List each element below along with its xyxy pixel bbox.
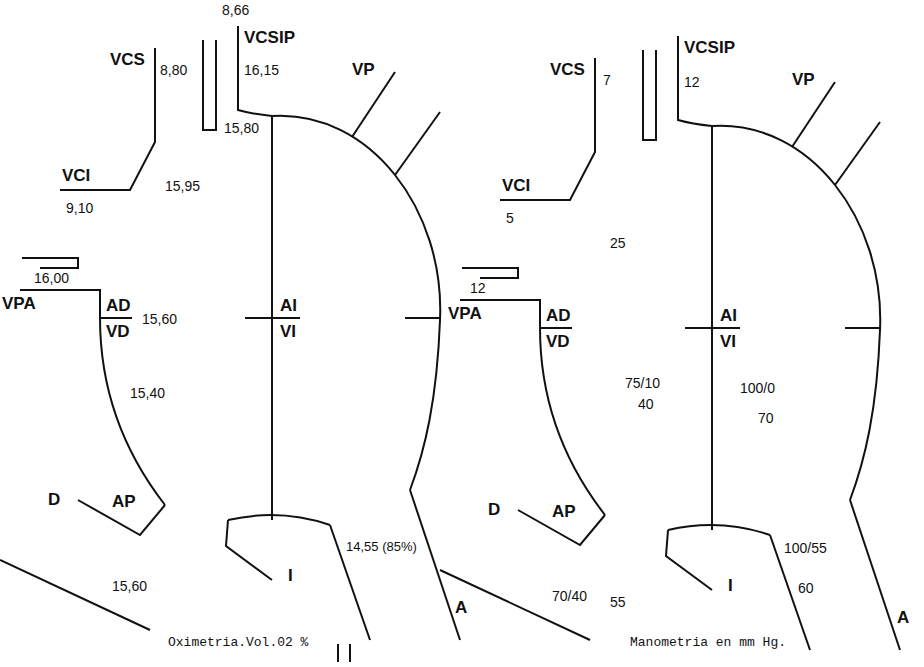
pulmonary-vein [835,122,880,185]
vessel-name: A [455,598,467,618]
oxygen-value: 9,10 [66,200,93,216]
chamber-name: VD [106,322,130,342]
av-divider [685,327,740,329]
vessel-name: VCI [62,166,90,186]
pressure-value: 12 [470,280,486,296]
tick-marks [338,644,350,662]
outflow-outline [226,520,272,580]
diagonal-line [0,560,150,630]
chamber-name: AI [720,306,737,326]
pressure-value: 70 [758,410,774,426]
vessel-name: A [897,608,909,628]
vessel-name: VPA [2,294,36,314]
outflow-outline [668,525,770,535]
vessel-name: D [488,500,500,520]
vessel-name: D [48,490,60,510]
vessel-name: VCSIP [244,28,295,48]
catheter-tube [643,50,656,140]
chamber-name: VD [546,332,570,352]
pressure-value: 75/10 [625,375,660,391]
oxygen-value: 15,60 [142,311,177,327]
pressure-value: 70/40 [552,588,587,604]
outflow-outline [666,530,712,590]
av-divider [100,317,132,319]
vpa-vessel [22,258,78,268]
left-heart-wall [712,126,880,500]
vessel-name: VPA [448,304,482,324]
vessel-name: VCSIP [684,38,735,58]
oxygen-value: 8,80 [160,62,187,78]
aorta-wall [850,500,900,650]
manometry-heart [440,36,900,650]
vpa-vessel [462,268,518,278]
panel-caption: Manometria en mm Hg. [630,636,786,651]
vessel-name: VP [792,70,815,90]
right-ventricle-wall [540,328,605,515]
chamber-name: AD [106,296,131,316]
vessel-name: I [288,566,293,586]
av-divider [405,317,440,319]
panel-caption: Oximetria.Vol.02 % [168,636,308,651]
chamber-name: AD [546,306,571,326]
oxygen-value: 14,55 (85%) [346,540,417,555]
av-divider [845,327,880,329]
catheter-tube [203,40,216,130]
pulmonary-vein [792,82,835,147]
pulmonary-vein [352,72,395,137]
oxygen-value: 16,15 [244,62,279,78]
chamber-name: AI [280,296,297,316]
right-ventricle-wall [100,318,165,505]
vena-cava-wall [500,58,595,200]
pulmonary-vein [395,112,440,175]
av-divider [245,317,300,319]
pressure-value: 5 [506,210,514,226]
oximetry-heart [0,26,460,662]
oxygen-value: 15,40 [130,385,165,401]
pressure-value: 40 [638,396,654,412]
vessel-name: VCS [550,60,585,80]
av-divider [540,327,572,329]
pressure-value: 12 [684,74,700,90]
chamber-name: VI [720,332,736,352]
oxygen-value: 15,80 [224,120,259,136]
oxygen-value: 8,66 [222,2,249,18]
pressure-value: 100/55 [784,540,827,556]
vena-cava-wall [60,48,155,190]
vessel-name: VCS [110,50,145,70]
vessel-name: VCI [502,176,530,196]
pressure-value: 25 [610,235,626,251]
pressure-value: 60 [798,580,814,596]
pressure-value: 55 [610,594,626,610]
vessel-name: VP [352,60,375,80]
oxygen-value: 15,95 [165,178,200,194]
vessel-name: I [728,576,733,596]
diagonal-line [440,570,590,640]
vessel-name: AP [112,492,136,512]
vessel-name: AP [552,502,576,522]
pressure-value: 100/0 [740,380,775,396]
oxygen-value: 15,60 [112,578,147,594]
left-heart-wall [272,116,440,490]
outflow-outline [228,515,330,525]
chamber-name: VI [280,322,296,342]
aorta-wall [410,490,460,640]
pressure-value: 7 [603,72,611,88]
oxygen-value: 16,00 [34,270,69,286]
